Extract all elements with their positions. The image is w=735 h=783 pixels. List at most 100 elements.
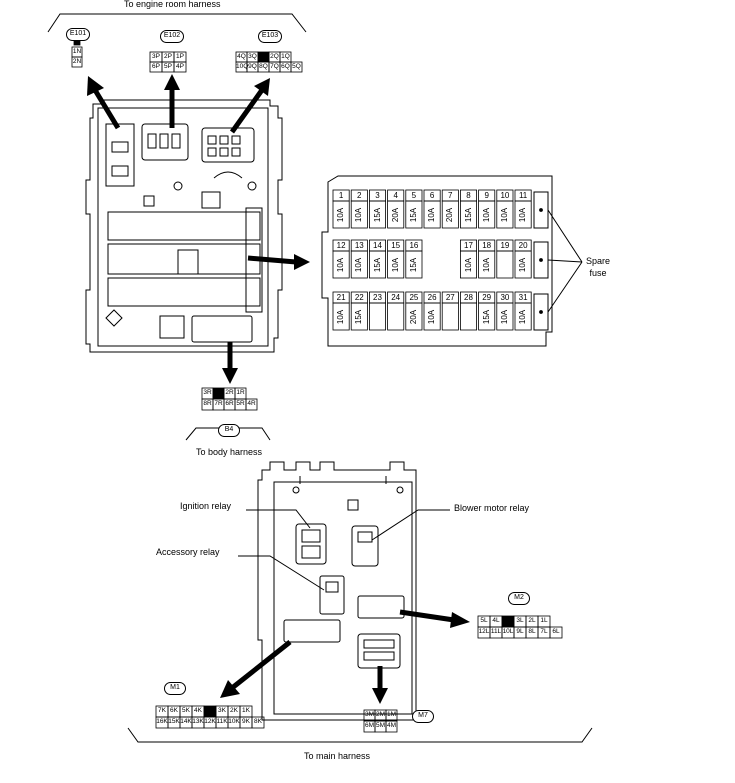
fuse-rating-29: 15A [481, 309, 491, 324]
fuse-slot-3 [368, 200, 386, 229]
fuse-number-27: 27 [445, 293, 455, 302]
fuse-slot-10 [496, 200, 514, 229]
pin-label-m7-6m: 6M [364, 722, 375, 730]
engine-room-harness-label: To engine room harness [124, 0, 221, 9]
accessory-relay-label: Accessory relay [156, 547, 220, 557]
fuse-number-18: 18 [482, 241, 492, 250]
pin-label-e103-5q: 5Q [292, 62, 301, 70]
fuse-slot-13 [350, 250, 368, 279]
pin-label-e102-6p: 6P [152, 62, 160, 70]
connector-tag-e102: E102 [160, 30, 184, 43]
pin-cell-e102-1-2 [173, 61, 187, 73]
pin-label-e101-1n: 1N [72, 47, 82, 55]
pin-cell-e103-1-5 [290, 61, 303, 73]
pin-label-m2-4l: 4L [492, 617, 500, 625]
fuse-rating-3: 15A [372, 207, 382, 222]
pin-label-m2-1l: 1L [540, 617, 548, 625]
pin-label-m1-10k: 10K [228, 718, 240, 726]
pin-cell-m2-0-2 [501, 615, 515, 628]
fuse-slot-19 [496, 250, 514, 279]
spare-fuse-label: Spare fuse [586, 256, 611, 278]
pin-label-m1-6k: 6K [170, 707, 178, 715]
fuse-slot-15 [387, 250, 405, 279]
pin-cell-b4-1-4 [245, 398, 258, 411]
pin-label-m2-3l: 3L [516, 617, 524, 625]
pin-label-e103-10q: 10Q [236, 62, 249, 70]
pin-label-m2-10l: 10L [502, 628, 514, 636]
arrow-m2 [399, 609, 455, 623]
fuse-rating-17: 10A [463, 257, 473, 272]
fuse-number-21: 21 [336, 293, 346, 302]
fuse-slot-14 [368, 250, 386, 279]
fuse-slot-5 [405, 200, 423, 229]
main-harness-label: To main harness [304, 751, 371, 761]
connector-tag-e101: E101 [66, 28, 90, 41]
accessory-relay-leader [238, 555, 325, 591]
fuse-rating-5: 15A [408, 207, 418, 222]
fuse-number-10: 10 [500, 191, 510, 200]
fuse-slot-30 [496, 302, 514, 331]
fuse-slot-17 [459, 250, 477, 279]
fuse-slot-31 [514, 302, 532, 331]
fuse-number-5: 5 [411, 191, 417, 200]
fuse-slot-12 [332, 250, 350, 279]
fuse-number-14: 14 [373, 241, 382, 250]
pin-label-b4-4r: 4R [247, 400, 256, 408]
lower-block-outline [257, 461, 417, 721]
fuse-rating-30: 10A [499, 309, 509, 324]
fuse-number-4: 4 [393, 191, 398, 200]
fuse-rating-21: 10A [336, 309, 346, 324]
fuse-rating-8: 15A [463, 207, 473, 222]
connector-tag-m2: M2 [508, 592, 530, 605]
main-harness-bracket [127, 727, 593, 743]
ignition-relay-label: Ignition relay [180, 501, 232, 511]
blower-motor-relay-label: Blower motor relay [454, 503, 530, 513]
pin-label-m7-2m: 2M [375, 711, 386, 719]
ignition-relay-leader [246, 509, 311, 529]
fuse-number-7: 7 [448, 191, 453, 200]
pin-label-m1-13k: 13K [192, 718, 204, 726]
pin-label-m1-4k: 4K [194, 707, 202, 715]
fuse-number-9: 9 [484, 191, 489, 200]
pin-label-m2-7l: 7L [540, 628, 548, 636]
pin-label-e103-4q: 4Q [237, 52, 246, 60]
fuse-rating-26: 10A [427, 309, 437, 324]
pin-label-m2-8l: 8L [528, 628, 536, 636]
pin-label-m1-5k: 5K [182, 707, 190, 715]
fuse-number-23: 23 [373, 293, 382, 302]
fuse-panel-outline [321, 175, 553, 347]
connector-tag-m1: M1 [164, 682, 186, 695]
pin-cell-m2-1-6 [549, 626, 563, 639]
pin-label-m2-6l: 6L [552, 628, 560, 636]
fuse-slot-16 [405, 250, 423, 279]
pin-label-e102-5p: 5P [164, 62, 172, 70]
fuse-slot-28 [459, 302, 477, 331]
pin-label-b4-8r: 8R [203, 400, 212, 408]
fuse-rating-15: 10A [390, 257, 400, 272]
fuse-number-20: 20 [518, 241, 528, 250]
fuse-slot-11 [514, 200, 532, 229]
pin-label-e103-3q: 3Q [248, 52, 257, 60]
fuse-number-8: 8 [466, 191, 471, 200]
fuse-rating-31: 10A [518, 309, 528, 324]
fuse-number-28: 28 [464, 293, 473, 302]
fuse-slot-2 [350, 200, 368, 229]
pin-label-m2-12l: 12L [478, 628, 490, 636]
pin-label-m1-16k: 16K [156, 718, 168, 726]
pin-label-b4-6r: 6R [225, 400, 234, 408]
fuse-number-31: 31 [518, 293, 528, 302]
fuse-number-13: 13 [354, 241, 364, 250]
fuse-number-16: 16 [409, 241, 419, 250]
fuse-slot-9 [478, 200, 496, 229]
pin-cell-m1-0-4 [203, 705, 217, 718]
fuse-number-30: 30 [500, 293, 510, 302]
pin-label-e102-3p: 3P [152, 52, 160, 60]
fuse-slot-26 [423, 302, 441, 331]
fuse-rating-9: 10A [481, 207, 491, 222]
pin-label-e101-2n: 2N [72, 57, 82, 65]
pin-label-e103-1q: 1Q [281, 52, 290, 60]
fuse-slot-29 [478, 302, 496, 331]
pin-label-b4-1r: 1R [236, 389, 245, 397]
